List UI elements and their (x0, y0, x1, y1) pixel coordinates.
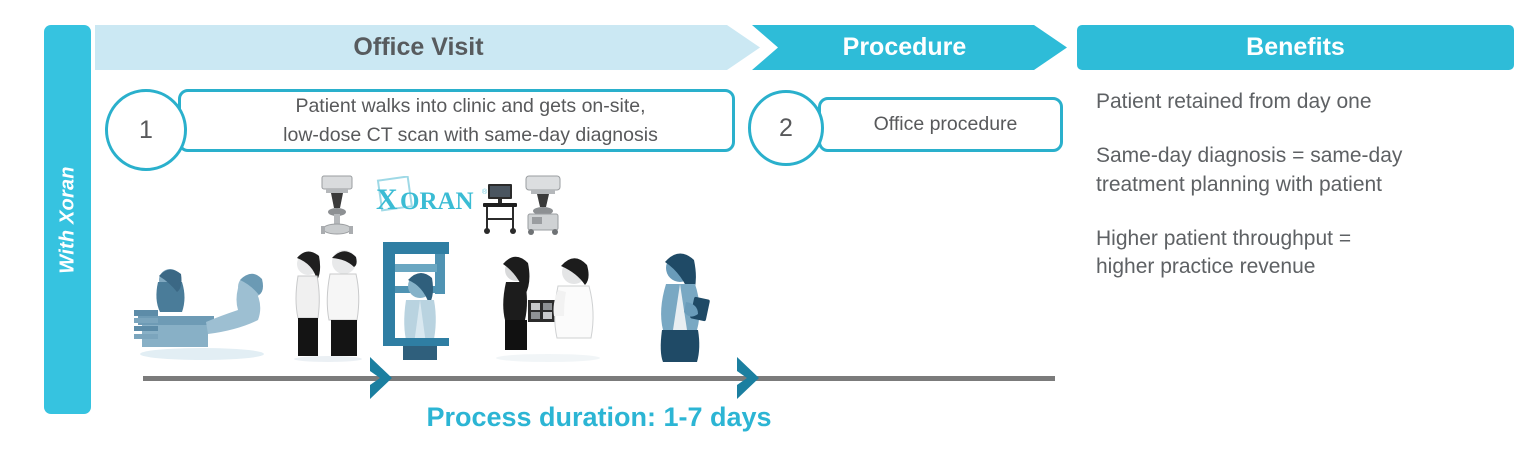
step-1-number-circle: 1 (105, 89, 187, 171)
ct-scanner-icon (313, 174, 361, 236)
phase-label-benefits: Benefits (1246, 33, 1345, 61)
svg-text:X: X (376, 183, 398, 216)
benefit-item: Higher patient throughput = higher pract… (1096, 225, 1516, 282)
phase-banner-office-visit: Office Visit (95, 25, 760, 70)
xoran-logo: X ORAN ® (370, 176, 492, 218)
step-2-number: 2 (779, 113, 793, 142)
svg-text:ORAN: ORAN (400, 188, 474, 215)
step-1-box: Patient walks into clinic and gets on-si… (178, 89, 735, 152)
benefit-3-line-1: Higher patient throughput = (1096, 227, 1352, 251)
phase-label-procedure: Procedure (842, 33, 967, 61)
timeline-marker-chevron-2 (735, 355, 769, 401)
workstation-cart-icon (480, 180, 520, 236)
phase-banner-benefits: Benefits (1077, 25, 1514, 70)
phase-label-office-visit: Office Visit (353, 33, 484, 61)
benefit-item: Patient retained from day one (1096, 88, 1516, 116)
benefits-list: Patient retained from day one Same-day d… (1096, 88, 1516, 308)
benefit-1-line-1: Patient retained from day one (1096, 90, 1372, 113)
step-2-text: Office procedure (873, 113, 1018, 135)
patient-in-scanner-figure (375, 238, 465, 366)
step-1-line-2: low-dose CT scan with same-day diagnosis (283, 123, 658, 146)
phase-banner-procedure: Procedure (752, 25, 1067, 70)
reception-desk-people-figure (132, 262, 280, 362)
sidebar-label: With Xoran (56, 165, 78, 274)
step-1-number: 1 (139, 115, 153, 144)
benefit-2-line-1: Same-day diagnosis = same-day (1096, 144, 1403, 168)
doctor-showing-scan-figure (486, 252, 610, 364)
woman-with-tablet-figure (642, 246, 718, 366)
benefit-2-line-2: treatment planning with patient (1096, 172, 1383, 196)
step-1-line-1: Patient walks into clinic and gets on-si… (295, 95, 646, 118)
step-2-box: Office procedure (818, 97, 1063, 152)
sidebar-with-xoran: With Xoran (44, 25, 91, 414)
step-2-number-circle: 2 (748, 90, 824, 166)
ct-scanner-right-icon (518, 174, 568, 236)
svg-text:®: ® (482, 188, 488, 196)
process-duration-label: Process duration: 1-7 days (426, 402, 772, 432)
benefit-item: Same-day diagnosis = same-day treatment … (1096, 142, 1516, 199)
timeline-line (143, 376, 1055, 381)
step-1-text: Patient walks into clinic and gets on-si… (255, 92, 658, 149)
two-people-talking-figure (285, 248, 371, 362)
benefit-3-line-2: higher practice revenue (1096, 255, 1316, 279)
timeline-marker-chevron-1 (368, 355, 402, 401)
